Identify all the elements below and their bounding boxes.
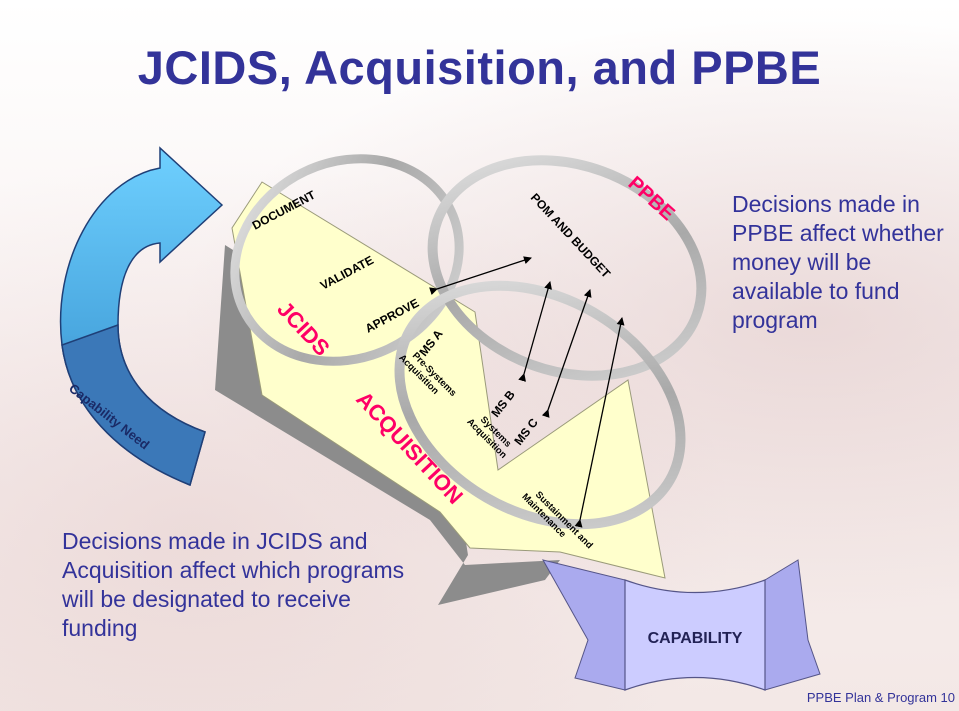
capability-banner: CAPABILITY <box>541 559 821 691</box>
ppbe-note: Decisions made in PPBE affect whether mo… <box>732 191 944 333</box>
jcids-acquisition-note: Decisions made in JCIDS and Acquisition … <box>62 528 405 641</box>
connector-arrows <box>429 256 625 528</box>
pom-and-budget-label: POM AND BUDGET <box>528 190 614 281</box>
slide-footer: PPBE Plan & Program 10 <box>806 690 955 705</box>
ppbe-label: PPBE <box>624 172 679 225</box>
milestone-b: MS B <box>488 387 518 420</box>
capability-need-arrow <box>59 146 224 487</box>
acquisition-ring <box>394 280 686 530</box>
process-ribbon <box>231 181 666 579</box>
slide-title: JCIDS, Acquisition, and PPBE <box>137 41 822 94</box>
jcids-ring <box>230 154 464 366</box>
capability-banner-label: CAPABILITY <box>648 630 743 647</box>
